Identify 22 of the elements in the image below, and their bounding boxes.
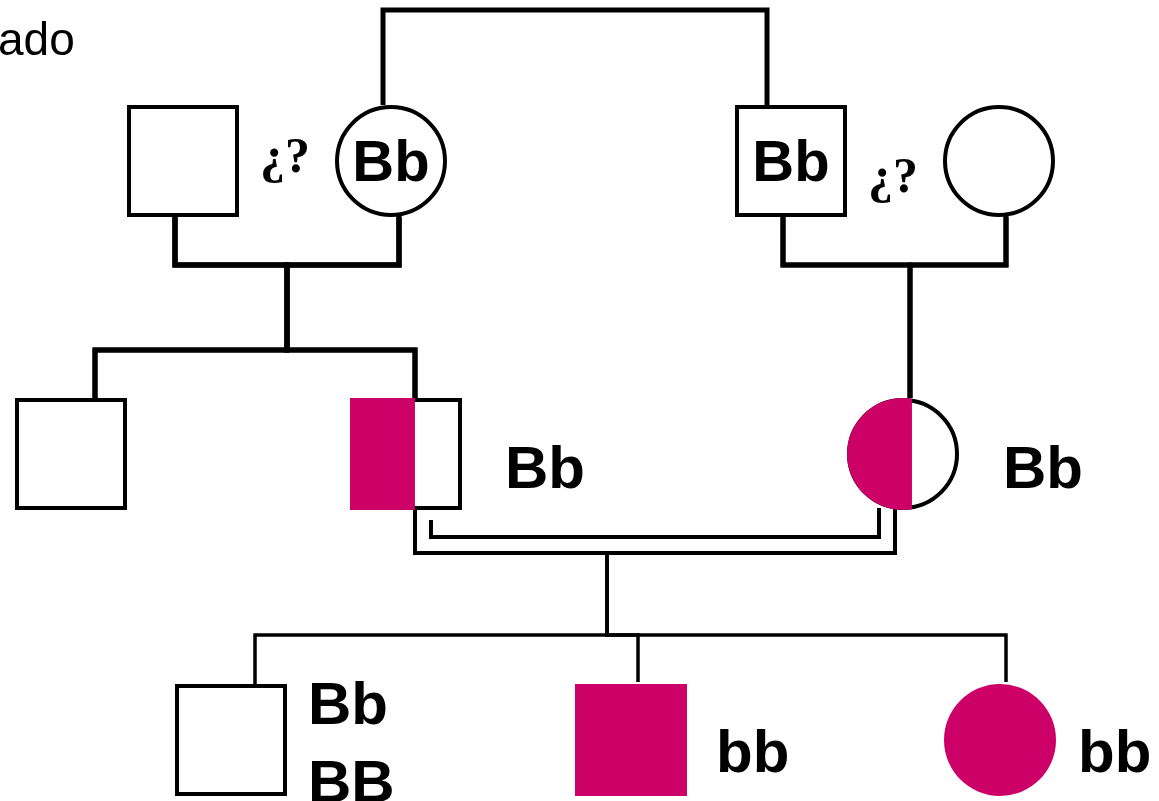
genotype-label: bb — [716, 722, 790, 782]
genotype-label: Bb — [308, 674, 388, 734]
genotype-label: Bb — [751, 132, 831, 190]
sibling-line — [380, 7, 770, 105]
genotype-label: Bb — [1003, 438, 1083, 498]
male-square — [15, 398, 127, 510]
genotype-label: Bb — [351, 132, 431, 190]
female-circle — [847, 398, 959, 510]
male-square — [127, 105, 239, 217]
male-square — [573, 682, 689, 798]
marriage-line — [413, 506, 897, 555]
text-fragment: ado — [0, 16, 75, 62]
genotype-label: bb — [1078, 722, 1152, 782]
descent-line — [284, 217, 418, 398]
genotype-label: Bb — [505, 438, 585, 498]
female-circle — [335, 105, 447, 217]
female-circle — [942, 682, 1058, 798]
male-square — [735, 105, 847, 217]
male-square — [175, 684, 287, 796]
descent-line — [907, 217, 1009, 398]
male-square — [350, 398, 462, 510]
female-circle — [943, 105, 1055, 217]
